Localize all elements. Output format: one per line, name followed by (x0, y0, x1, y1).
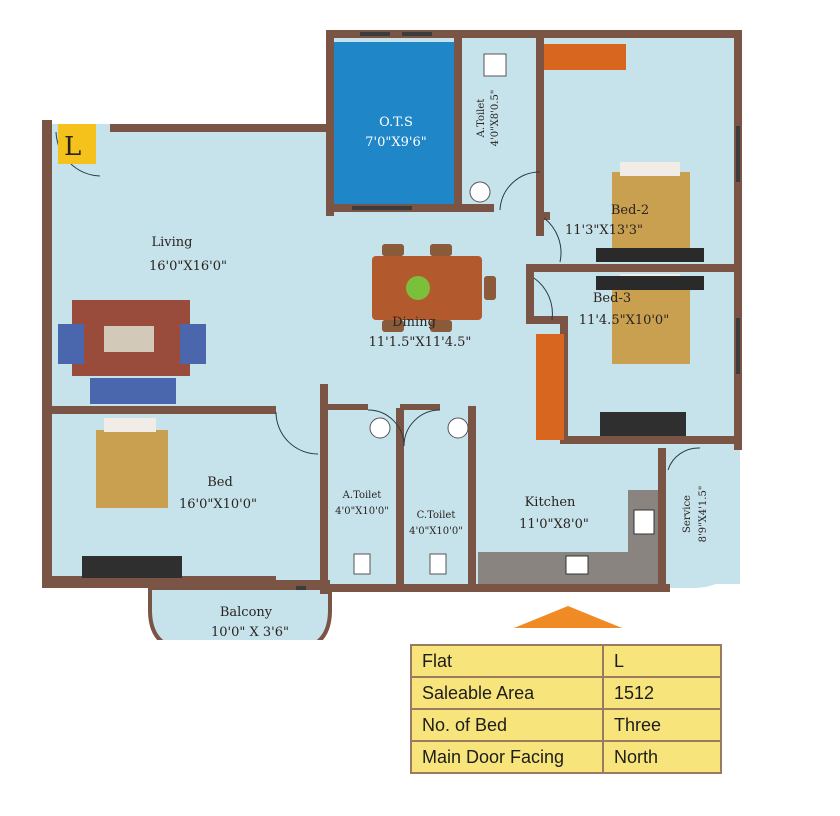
info-value-facing: North (602, 740, 722, 774)
windows (296, 32, 740, 590)
table-row: No. of Bed Three (410, 708, 722, 742)
bed-name: Bed (207, 475, 233, 490)
floor-plan: L O.T.S 7'0"X9'6" A.Toilet 4'0"X8'0.5" L… (42, 30, 742, 640)
ots-void (334, 42, 454, 204)
service-name: Service (682, 495, 693, 533)
bed2-size: 11'3"X13'3" (565, 223, 643, 238)
tv-units (82, 412, 686, 578)
flat-badge-text: L (64, 132, 81, 162)
bed-size: 16'0"X10'0" (179, 497, 257, 512)
table-row: Flat L (410, 644, 722, 678)
living-sofa-set (58, 300, 206, 404)
kitchen-name: Kitchen (525, 495, 576, 510)
flat-badge (58, 124, 96, 164)
sanitary-fixtures (353, 53, 507, 575)
info-value-area: 1512 (602, 676, 722, 710)
dining-name: Dining (392, 315, 436, 330)
facing-arrow-icon (514, 606, 622, 628)
balcony-floor (148, 586, 332, 640)
kitchen-size: 11'0"X8'0" (519, 517, 589, 532)
balcony-size: 10'0" X 3'6" (211, 625, 289, 640)
info-label-facing: Main Door Facing (410, 740, 604, 774)
ctoilet-name: C.Toilet (417, 510, 456, 521)
balcony-name: Balcony (220, 605, 273, 620)
info-label-area: Saleable Area (410, 676, 604, 710)
beds (96, 162, 704, 508)
atoilet-top-name: A.Toilet (476, 99, 487, 139)
dining-table (372, 244, 496, 332)
info-label-flat: Flat (410, 644, 604, 678)
walls (42, 30, 742, 594)
table-row: Saleable Area 1512 (410, 676, 722, 710)
bed2-name: Bed-2 (611, 203, 649, 218)
dining-size: 11'1.5"X11'4.5" (369, 335, 472, 350)
bed3-size: 11'4.5"X10'0" (579, 313, 669, 328)
wardrobe-bed3 (536, 334, 564, 440)
ots-name: O.T.S (379, 115, 413, 130)
atoilet-mid-name: A.Toilet (342, 490, 382, 501)
table-row: Main Door Facing North (410, 740, 722, 774)
living-size: 16'0"X16'0" (149, 259, 227, 274)
info-label-bed: No. of Bed (410, 708, 604, 742)
service-size: 8'9"X4'1.5" (698, 486, 709, 543)
living-name: Living (152, 235, 193, 250)
info-value-flat: L (602, 644, 722, 678)
info-value-bed: Three (602, 708, 722, 742)
atoilet-top-size: 4'0"X8'0.5" (490, 90, 501, 147)
kitchen-counter (478, 490, 658, 584)
bed3-name: Bed-3 (593, 291, 631, 306)
wardrobe-bed2 (544, 44, 626, 70)
ctoilet-size: 4'0"X10'0" (409, 526, 463, 537)
ots-size: 7'0"X9'6" (365, 135, 426, 150)
flat-info-table: Flat L Saleable Area 1512 No. of Bed Thr… (410, 644, 722, 774)
room-labels: O.T.S 7'0"X9'6" A.Toilet 4'0"X8'0.5" Liv… (149, 90, 709, 640)
atoilet-mid-size: 4'0"X10'0" (335, 506, 389, 517)
door-swings (55, 131, 701, 471)
